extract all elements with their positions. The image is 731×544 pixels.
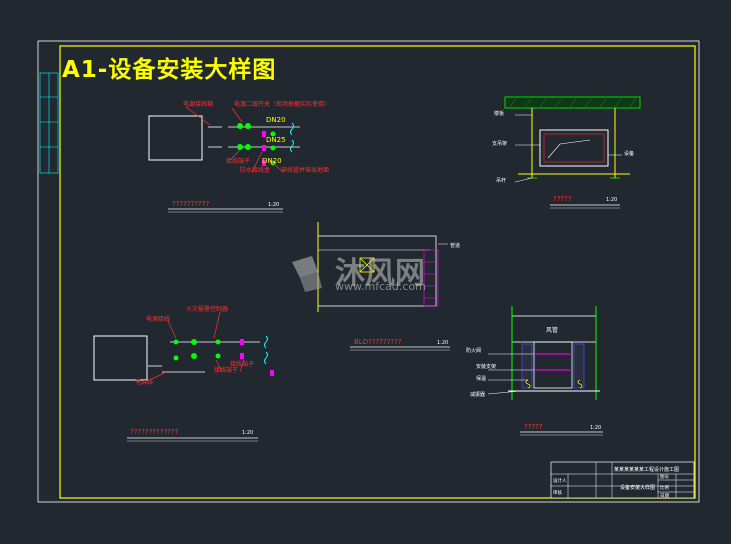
label-switch: 电源二级开关（现场根据实际使用） [234, 100, 330, 108]
caption-top-right: ????? [553, 195, 572, 203]
watermark-logo [292, 256, 322, 292]
label-br-bracket: 安装支架 [476, 363, 496, 370]
title-block-right-1: 图号 [660, 474, 669, 480]
caption-bottom-right: ????? [524, 423, 543, 431]
drawing-title: A1-设备安装大样图 [62, 57, 277, 83]
title-block-row-2: 审核 [553, 489, 562, 496]
label-tr-equipment: 设备 [624, 150, 634, 157]
scale-bottom-left: 1:20 [242, 430, 253, 436]
scale-top-left: 1:20 [268, 202, 279, 208]
label-tr-hanger: 支吊架 [492, 140, 507, 147]
detail-bottom-left: 电源接线 火灾报警控制器 接线端子 接线端子 电源线 ?????????????… [93, 305, 274, 442]
label-conduit: 穿线管并穿出地面 [281, 166, 329, 174]
tag-dn-1: DN20 [266, 116, 286, 124]
label-bl-power: 电源接线 [146, 315, 170, 323]
watermark-text: 沐风网 [335, 256, 425, 291]
caption-bottom-left: ????????????? [130, 428, 179, 436]
watermark-url: www.mfcad.com [335, 280, 426, 293]
label-bl-cable: 电源线 [135, 378, 153, 386]
label-center-tag: 管道 [450, 242, 460, 249]
outer-frame [37, 40, 700, 503]
label-tr-slab: 楼板 [494, 110, 504, 117]
binding-strip [39, 72, 59, 174]
label-terminal: 接线端子 [226, 157, 250, 165]
detail-center: 管道 BLD????????? 1:20 [317, 222, 460, 351]
title-block: 某某某某某某工程设计施工图 设备安装大样图 设计人 审核 图号 比例 日期 [550, 461, 695, 499]
detail-top-right: 楼板 支吊架 设备 吊杆 ????? 1:20 [492, 96, 641, 209]
tag-dn-2: DN25 [266, 136, 286, 144]
scale-bottom-right: 1:20 [590, 425, 601, 431]
title-block-right-2: 比例 [660, 484, 669, 491]
caption-top-left: ?????????? [172, 200, 209, 208]
caption-center: BLD????????? [354, 338, 402, 346]
label-tr-rod: 吊杆 [496, 177, 506, 184]
label-br-insulation: 保温 [476, 375, 486, 382]
label-power-box: 电源接线箱 [183, 100, 213, 108]
label-br-damper: 防火阀 [466, 347, 481, 354]
label-box: 防水接线盒 [240, 166, 270, 174]
scale-top-right: 1:20 [606, 197, 617, 203]
label-bl-terminal-2: 接线端子 [230, 360, 254, 368]
label-br-duct-top: 风管 [546, 326, 558, 334]
title-block-row-1: 设计人 [553, 477, 567, 484]
title-block-right-3: 日期 [660, 493, 669, 499]
label-bl-terminal-1: 接线端子 [214, 366, 238, 374]
title-block-project: 某某某某某某工程设计施工图 [614, 466, 679, 473]
title-block-drawing: 设备安装大样图 [620, 484, 655, 491]
label-br-isolator: 减振器 [470, 391, 485, 398]
detail-top-left: 电源接线箱 电源二级开关（现场根据实际使用） 接线端子 防水接线盒 穿线管并穿出… [148, 100, 330, 213]
scale-center: 1:20 [437, 340, 448, 346]
detail-bottom-right: 风管 防火阀 安装支架 保温 减振器 ????? 1:20 [466, 306, 603, 436]
tag-dn-3: DN20 [262, 157, 282, 165]
inner-frame [59, 45, 696, 499]
label-bl-controller: 火灾报警控制器 [186, 305, 228, 313]
